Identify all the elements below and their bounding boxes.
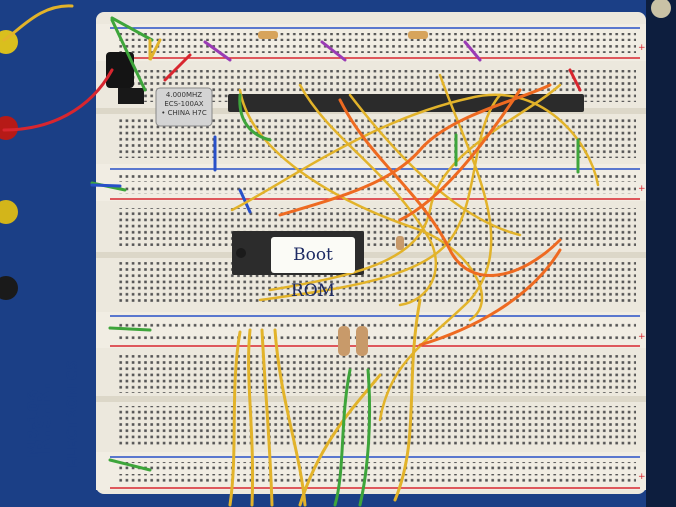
oscillator-marking: 4.000MHZ ECS-100AX • CHINA H7C: [160, 91, 208, 118]
crystal-oscillator: [155, 87, 213, 127]
jumper-wires: [2, 4, 600, 507]
voltage-regulator: [118, 88, 144, 104]
capacitor: [106, 52, 134, 88]
brand-name-label: R.S.R.: [31, 381, 55, 455]
brand-subtitle-label: ELECTRONICS: [65, 359, 81, 469]
svg-text:+: +: [638, 332, 646, 342]
svg-text:+: +: [638, 43, 646, 53]
resistors: [338, 236, 404, 356]
oscillator-line-2: ECS-100AX: [164, 100, 204, 108]
rail-marks: + + + +: [638, 43, 646, 482]
hole-grid: [118, 33, 636, 482]
oscillator-line-1: 4.000MHZ: [165, 91, 203, 99]
svg-text:+: +: [638, 184, 646, 194]
small-capacitor-2: [408, 31, 428, 39]
oscillator-line-3: • CHINA H7C: [161, 109, 207, 117]
svg-text:+: +: [638, 472, 646, 482]
left-binding-posts: [0, 30, 18, 300]
small-capacitor: [258, 31, 278, 39]
boot-rom-label: Boot ROM: [271, 237, 355, 301]
